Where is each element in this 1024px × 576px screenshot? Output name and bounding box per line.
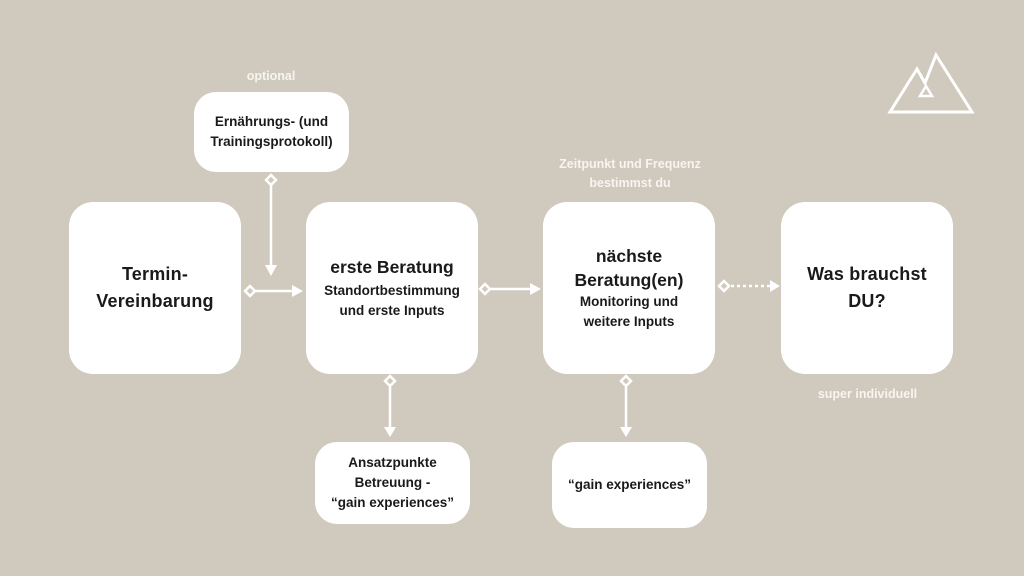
- frequency-label-line1: Zeitpunkt und Frequenz: [559, 157, 701, 171]
- node-termin-vereinbarung: Termin- Vereinbarung: [69, 202, 241, 374]
- node-protokoll-line2: Trainingsprotokoll): [210, 134, 333, 149]
- node-naechste-beratung-title2: Beratung(en): [574, 270, 684, 290]
- node-erste-beratung: erste Beratung Standortbestimmung und er…: [306, 202, 478, 374]
- node-was-brauchst-du: Was brauchst DU?: [781, 202, 953, 374]
- node-ansatzpunkte: Ansatzpunkte Betreuung - “gain experienc…: [315, 442, 470, 524]
- individual-label: super individuell: [817, 387, 918, 401]
- node-ansatzpunkte-line2: Betreuung -: [354, 475, 431, 490]
- edge-termin-to-erste-beratung: [243, 284, 303, 298]
- node-naechste-beratung-sub2: weitere Inputs: [583, 314, 675, 329]
- edge-naechste-to-was-brauchst: [717, 279, 780, 293]
- node-erste-beratung-title: erste Beratung: [330, 257, 454, 277]
- node-naechste-beratung-title1: nächste: [595, 246, 663, 266]
- node-naechste-beratung-sub1: Monitoring und: [579, 294, 679, 309]
- edge-erste-to-naechste-beratung: [478, 282, 541, 296]
- edge-naechste-to-gain: [619, 374, 633, 437]
- optional-label: optional: [246, 69, 296, 83]
- node-termin-line1: Termin-: [121, 264, 189, 284]
- node-erste-beratung-sub1: Standortbestimmung: [324, 283, 460, 298]
- node-protokoll: Ernährungs- (und Trainingsprotokoll): [194, 92, 349, 172]
- node-gain-experiences: “gain experiences”: [552, 442, 707, 528]
- edge-erste-to-ansatzpunkte: [383, 374, 397, 437]
- frequency-label: Zeitpunkt und Frequenz bestimmst du: [520, 155, 740, 193]
- node-gain-line1: “gain experiences”: [567, 477, 692, 492]
- node-protokoll-line1: Ernährungs- (und: [214, 114, 329, 129]
- node-was-brauchst-line1: Was brauchst: [807, 264, 927, 284]
- node-erste-beratung-sub2: und erste Inputs: [339, 303, 445, 318]
- node-ansatzpunkte-line1: Ansatzpunkte: [348, 455, 437, 470]
- node-was-brauchst-line2: DU?: [848, 291, 886, 311]
- node-termin-line2: Vereinbarung: [96, 291, 214, 311]
- frequency-label-line2: bestimmst du: [589, 176, 671, 190]
- edge-protokoll-to-erste-beratung: [264, 173, 278, 276]
- node-ansatzpunkte-line3: “gain experiences”: [330, 495, 455, 510]
- node-naechste-beratung: nächste Beratung(en) Monitoring und weit…: [543, 202, 715, 374]
